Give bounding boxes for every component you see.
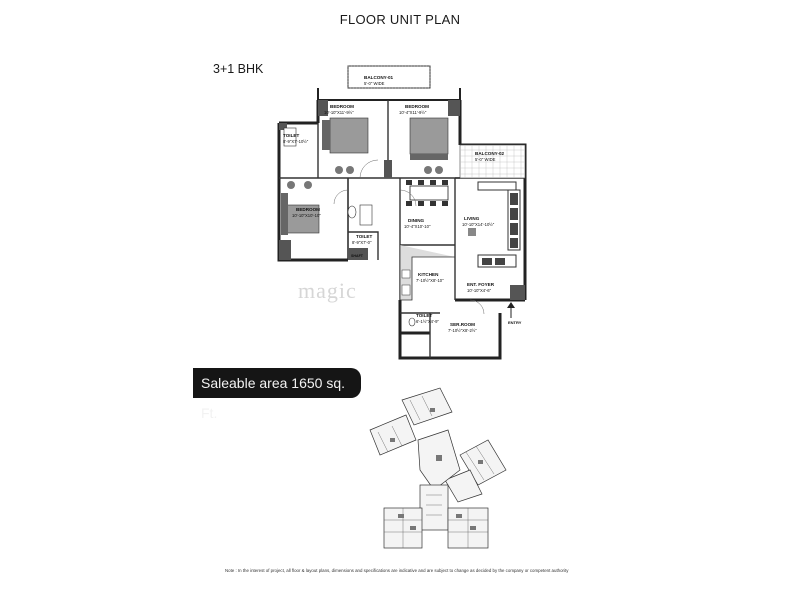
balcony-02-dims: 5'-0" WIDE (475, 157, 496, 162)
unit-type-label: 3+1 BHK (213, 62, 264, 76)
toilet-3-name: TOILET (416, 313, 432, 318)
wall-blocks (279, 100, 525, 300)
dining-name: DINING (408, 218, 425, 223)
living-sofa (468, 181, 521, 268)
key-plan (369, 387, 507, 549)
balcony-02-name: BALCONY-02 (475, 151, 505, 156)
ent-foyer-dims: 10'-10"X4'-6" (467, 288, 492, 293)
page-title: FLOOR UNIT PLAN (339, 12, 461, 27)
kitchen-dims: 7'-10½"X8'-10" (416, 278, 444, 283)
living-name: LIVING (464, 216, 480, 221)
toilet-2-dims: 8'-9"X7'-0" (352, 240, 372, 245)
bed-bedroom-1 (322, 117, 369, 154)
toilet-2-name: TOILET (356, 234, 372, 239)
bedroom-1-dims: 10'-10"X11'-9½" (324, 110, 354, 115)
kitchen-name: KITCHEN (418, 272, 439, 277)
chairs (287, 166, 443, 189)
toilet-3-dims: 6'-1½"X4'-9" (416, 319, 439, 324)
toilet-1-dims: 8'-9"X7'-10½" (283, 139, 309, 144)
door-swings (333, 159, 485, 315)
shaft-name: SHAFT (351, 254, 364, 258)
bedroom-2-name: BEDROOM (405, 104, 429, 109)
living-dims: 10'-10"X14'-10½" (462, 222, 495, 227)
bed-bedroom-2 (409, 117, 449, 160)
toilet-fixtures (283, 127, 416, 327)
toilet-1-name: TOILET (283, 133, 299, 138)
entry-label: ENTRY (508, 320, 522, 325)
entry-arrow-icon (507, 302, 515, 318)
dining-dims: 10'-4"X10'-10" (404, 224, 431, 229)
bedroom-3-dims: 10'-10"X10'-10" (292, 213, 321, 218)
dining-table (406, 180, 449, 206)
saleable-area-banner: Saleable area 1650 sq. Ft. (193, 368, 361, 421)
balcony-01-name: BALCONY-01 (364, 75, 394, 80)
watermark: magic (298, 278, 357, 303)
kitchen-counter (399, 245, 455, 301)
ser-room-dims: 7'-10½"X8'-2½" (448, 328, 477, 333)
bedroom-1-name: BEDROOM (330, 104, 354, 109)
bed-bedroom-3 (281, 193, 320, 235)
balcony-01-shape (347, 65, 431, 89)
disclaimer-note: Note : In the interest of project, all f… (225, 568, 569, 573)
ent-foyer-name: ENT. FOYER (467, 282, 495, 287)
bedroom-3-name: BEDROOM (296, 207, 320, 212)
bedroom-2-dims: 10'-4"X11'-9½" (399, 110, 427, 115)
balcony-01-dims: 5'-0" WIDE (364, 81, 385, 86)
balcony-02-shape (459, 144, 526, 179)
ser-room-name: SER.ROOM (450, 322, 475, 327)
